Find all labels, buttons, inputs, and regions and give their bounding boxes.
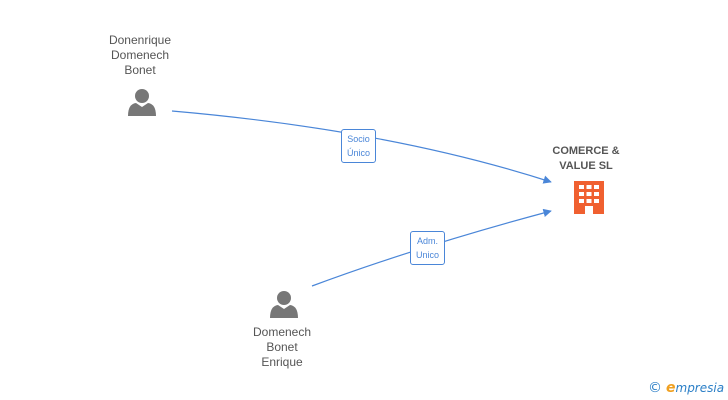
brand-logo: empresia bbox=[666, 380, 725, 396]
edge-label-adm-unico: Adm. Unico bbox=[410, 231, 446, 265]
copyright-icon: © bbox=[648, 380, 662, 396]
edge-label-socio-unico: Socio Único bbox=[341, 129, 377, 163]
person-name[interactable]: Donenrique Domenech Bonet bbox=[108, 33, 172, 77]
person-icon[interactable] bbox=[128, 89, 156, 116]
person-icon[interactable] bbox=[270, 291, 298, 318]
empresia-watermark: © empresia bbox=[648, 378, 724, 398]
building-icon[interactable] bbox=[574, 181, 604, 214]
company-name[interactable]: COMERCE & VALUE SL bbox=[552, 145, 620, 172]
person-name[interactable]: Domenech Bonet Enrique bbox=[252, 325, 312, 369]
